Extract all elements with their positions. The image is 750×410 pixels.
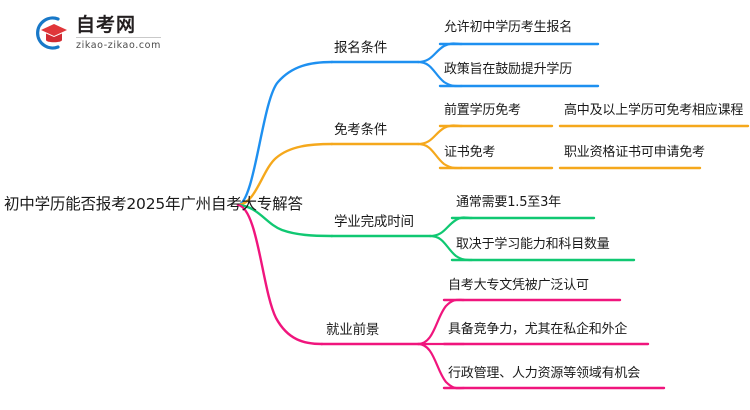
leaf-label-b3-c1[interactable]: 通常需要1.5至3年 <box>456 195 561 210</box>
leaf-label-b4-c2[interactable]: 具备竞争力，尤其在私企和外企 <box>448 322 628 337</box>
leaf-label-b2-c2-g1[interactable]: 职业资格证书可申请免考 <box>564 145 705 160</box>
connector-root-to-branch-1 <box>236 60 334 207</box>
connector-branch-1-child-1 <box>416 42 464 64</box>
leaf-label-b3-c2[interactable]: 取决于学习能力和科目数量 <box>456 237 610 252</box>
branch-label-jiuye-qianjing[interactable]: 就业前景 <box>326 322 380 338</box>
branch-label-baoming-tiaojian[interactable]: 报名条件 <box>334 40 388 56</box>
branch-label-mianakao-tiaojian[interactable]: 免考条件 <box>334 122 388 138</box>
logo-url: zikao-zikao.com <box>76 39 161 51</box>
leaf-label-b2-c1-g1[interactable]: 高中及以上学历可免考相应课程 <box>564 103 744 118</box>
leaf-label-b1-c1[interactable]: 允许初中学历考生报名 <box>444 20 573 35</box>
leaf-label-b2-c2[interactable]: 证书免考 <box>444 145 496 160</box>
leaf-label-b2-c1[interactable]: 前置学历免考 <box>444 103 521 118</box>
logo-mark-icon <box>28 13 72 53</box>
leaf-label-b4-c1[interactable]: 自考大专文凭被广泛认可 <box>448 278 589 293</box>
connector-root-to-branch-3 <box>236 203 334 238</box>
leaf-label-b4-c3[interactable]: 行政管理、人力资源等领域有机会 <box>448 366 641 381</box>
site-logo: 自考网 zikao-zikao.com <box>28 12 193 54</box>
branch-label-xueye-wancheng-shijian[interactable]: 学业完成时间 <box>334 214 414 230</box>
connector-root-to-branch-4 <box>236 203 324 346</box>
logo-title: 自考网 <box>76 15 161 38</box>
logo-text-block: 自考网 zikao-zikao.com <box>76 15 161 51</box>
leaf-label-b1-c2[interactable]: 政策旨在鼓励提升学历 <box>444 62 573 77</box>
connector-root-to-branch-2 <box>236 142 334 207</box>
root-node-label[interactable]: 初中学历能否报考2025年广州自考大专解答 <box>4 195 303 213</box>
connector-branch-2-child-1 <box>416 124 464 146</box>
connector-branch-3-child-1 <box>428 216 474 238</box>
